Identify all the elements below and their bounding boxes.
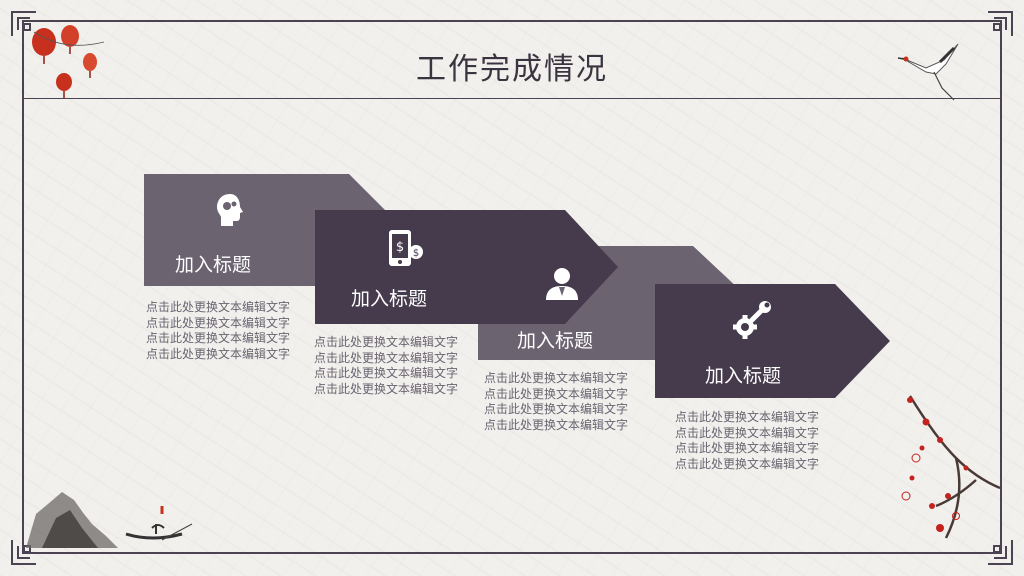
desc-line: 点击此处更换文本编辑文字 bbox=[146, 300, 291, 314]
step-1-description: 点击此处更换文本编辑文字 点击此处更换文本编辑文字 点击此处更换文本编辑文字 点… bbox=[146, 300, 316, 362]
frame-corner-bottom-right bbox=[988, 540, 1013, 565]
desc-line: 点击此处更换文本编辑文字 bbox=[675, 410, 820, 424]
svg-text:$: $ bbox=[396, 240, 404, 255]
desc-line: 点击此处更换文本编辑文字 bbox=[484, 386, 629, 401]
step-2-title: 加入标题 bbox=[351, 288, 428, 310]
desc-line: 点击此处更换文本编辑文字 bbox=[146, 315, 291, 330]
mountain-boat-icon bbox=[26, 492, 193, 548]
desc-line: 点击此处更换文本编辑文字 bbox=[314, 366, 459, 380]
step-4-description: 点击此处更换文本编辑文字 点击此处更换文本编辑文字 点击此处更换文本编辑文字 点… bbox=[675, 410, 845, 472]
mobile-money-icon: $ $ bbox=[389, 230, 423, 266]
page-title: 工作完成情况 bbox=[416, 52, 608, 87]
desc-line: 点击此处更换文本编辑文字 bbox=[314, 350, 459, 365]
desc-line: 点击此处更换文本编辑文字 bbox=[146, 346, 291, 361]
user-icon bbox=[546, 268, 578, 300]
crane-icon bbox=[897, 43, 959, 101]
gear-wrench-icon bbox=[733, 301, 771, 339]
desc-line: 点击此处更换文本编辑文字 bbox=[484, 371, 629, 385]
desc-line: 点击此处更换文本编辑文字 bbox=[675, 441, 820, 455]
frame-corner-top-right bbox=[988, 11, 1013, 36]
svg-text:$: $ bbox=[413, 248, 419, 259]
plum-blossom-icon bbox=[901, 395, 1001, 539]
step-3-title: 加入标题 bbox=[517, 330, 594, 352]
desc-line: 点击此处更换文本编辑文字 bbox=[314, 335, 459, 349]
desc-line: 点击此处更换文本编辑文字 bbox=[675, 425, 820, 440]
desc-line: 点击此处更换文本编辑文字 bbox=[484, 402, 629, 416]
desc-line: 点击此处更换文本编辑文字 bbox=[146, 331, 291, 345]
step-1-title: 加入标题 bbox=[175, 254, 252, 276]
step-2-description: 点击此处更换文本编辑文字 点击此处更换文本编辑文字 点击此处更换文本编辑文字 点… bbox=[314, 335, 484, 397]
desc-line: 点击此处更换文本编辑文字 bbox=[484, 417, 629, 432]
step-3-description: 点击此处更换文本编辑文字 点击此处更换文本编辑文字 点击此处更换文本编辑文字 点… bbox=[484, 371, 654, 433]
lantern-icon bbox=[32, 25, 105, 98]
outer-frame bbox=[22, 20, 1002, 554]
desc-line: 点击此处更换文本编辑文字 bbox=[675, 456, 820, 471]
title-divider bbox=[24, 98, 1000, 99]
step-4-shape bbox=[655, 284, 890, 398]
step-4-title: 加入标题 bbox=[705, 365, 782, 387]
desc-line: 点击此处更换文本编辑文字 bbox=[314, 381, 459, 396]
frame-corner-top-left bbox=[11, 11, 36, 36]
head-gears-icon bbox=[217, 194, 243, 226]
